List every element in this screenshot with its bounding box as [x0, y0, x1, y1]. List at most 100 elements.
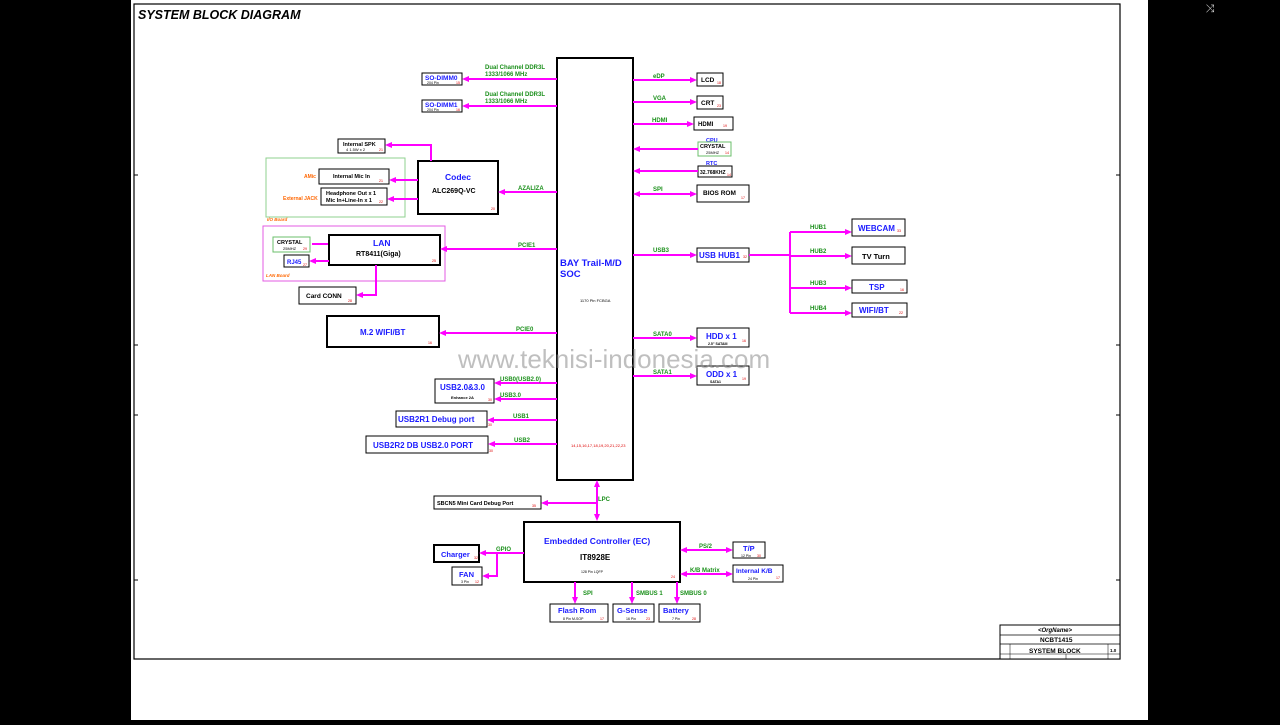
- so-dimm0-sub: 204 Pin: [427, 81, 439, 85]
- tp-sub: 12 Pin: [741, 554, 751, 558]
- spi-bios-arrow-l: [633, 191, 640, 197]
- smbus1-arrow: [629, 597, 635, 604]
- soc-name: BAY Trail-M/D: [560, 258, 622, 269]
- vga-arrow: [690, 99, 697, 105]
- lpc-label: LPC: [598, 497, 611, 503]
- hub-trunk: [749, 232, 791, 313]
- internal-spk-box: [337, 138, 386, 154]
- lan-board-outline: [262, 225, 446, 282]
- usb-debug2-page: 30: [489, 449, 493, 453]
- ddr-ch1-label: Dual Channel DDR3L: [485, 92, 545, 98]
- usb30-arrow: [494, 396, 501, 402]
- drawing-border: [133, 3, 1121, 660]
- pcie1-arrow: [440, 246, 447, 252]
- charger-page: 32: [474, 556, 478, 560]
- fan-label: FAN: [459, 570, 474, 579]
- hub3-label: HUB3: [810, 281, 827, 287]
- external-jack-label: External JACK: [283, 196, 318, 202]
- odd-box: [696, 365, 750, 386]
- diagram-title: SYSTEM BLOCK DIAGRAM: [138, 8, 301, 22]
- so-dimm1-sub: 204 Pin: [427, 108, 439, 112]
- usb1-arrow: [487, 417, 494, 423]
- title-block: [999, 624, 1121, 660]
- gpio-arrow: [479, 550, 486, 556]
- cpu-crystal-page: 14: [725, 151, 729, 155]
- usb23-label: USB2.0&3.0: [440, 383, 485, 392]
- sata1-arrow: [690, 373, 697, 379]
- smbus0-arrow: [674, 597, 680, 604]
- wifi-bt-box: [851, 302, 908, 318]
- hdd-sub: 2.5" SATAIII: [708, 342, 727, 346]
- battery-box: [658, 603, 701, 623]
- spi-bios-arrow-r: [690, 191, 697, 197]
- sata1-label: SATA1: [653, 370, 672, 376]
- rtc-freq: 32.768KHZ: [700, 170, 726, 176]
- hdmi-page: 19: [723, 124, 727, 128]
- internal-kb-label: Internal K/B: [736, 568, 773, 575]
- hdmi-label: HDMI: [698, 122, 714, 128]
- odd-page: 19: [742, 377, 746, 381]
- tv-turn-box: [851, 246, 906, 265]
- ec-page: 24: [671, 575, 675, 579]
- io-board-outline: [265, 157, 406, 218]
- hub4-label: HUB4: [810, 306, 827, 312]
- headphone-arrow: [387, 196, 394, 202]
- webcam-label: WEBCAM: [858, 224, 895, 233]
- internal-kb-sub: 24 Pin: [748, 577, 758, 581]
- fan-line: [487, 553, 498, 577]
- pcie0-arrow: [439, 330, 446, 336]
- odd-sub: SATA1: [710, 380, 721, 384]
- lan-part: RT8411(Giga): [356, 251, 401, 258]
- ec-label: Embedded Controller (EC): [544, 536, 650, 546]
- usb2-label: USB2: [514, 438, 531, 444]
- g-sense-box: [612, 603, 655, 623]
- lan-box: [328, 234, 441, 266]
- mic-arrow: [389, 177, 396, 183]
- close-icon[interactable]: ⤨: [1205, 2, 1215, 15]
- lan-board-label: LAN Board: [266, 273, 290, 278]
- edp-label: eDP: [653, 74, 665, 80]
- tp-page: 30: [757, 554, 761, 558]
- ec-spi-label: SPI: [583, 591, 593, 597]
- azalia-label: AZALIZA: [518, 186, 544, 192]
- internal-kb-page: 17: [776, 576, 780, 580]
- lan-crystal-page: 29: [303, 247, 307, 251]
- internal-mic-label: Internal Mic In: [333, 174, 371, 180]
- rtc-label: RTC: [706, 161, 717, 167]
- cpu-label: CPU: [706, 138, 718, 144]
- hdd-page: 16: [742, 339, 746, 343]
- crt-page: 23: [717, 104, 721, 108]
- spk-line: [390, 144, 432, 161]
- ddr-ch1-speed: 1333/1066 MHz: [485, 99, 527, 105]
- rtc-page: 14: [727, 173, 731, 177]
- bios-rom-label: BIOS ROM: [703, 190, 736, 197]
- hub1-label: HUB1: [810, 225, 827, 231]
- cpu-crystal-freq: 25MHZ: [706, 150, 720, 155]
- odd-label: ODD x 1: [706, 370, 738, 379]
- webcam-box: [851, 218, 906, 237]
- azalia-arrow: [498, 189, 505, 195]
- border-ticks: [134, 174, 1120, 581]
- ec-part: IT8928E: [580, 553, 611, 562]
- usb-hub-label: USB HUB1: [699, 251, 740, 260]
- tsp-page: 16: [900, 288, 904, 292]
- tsp-box: [851, 279, 908, 294]
- flash-rom-label: Flash Rom: [558, 606, 597, 615]
- battery-label: Battery: [663, 606, 690, 615]
- hdmi-box: [693, 116, 734, 131]
- sbcn-arrow: [541, 500, 548, 506]
- ps2-arrow-l: [680, 547, 687, 553]
- lpc-arrow-up: [594, 480, 600, 487]
- spk-arrow: [385, 142, 392, 148]
- g-sense-label: G-Sense: [617, 606, 647, 615]
- smbus1-label: SMBUS 1: [636, 591, 663, 597]
- lan-crystal-freq: 25MHZ: [283, 246, 297, 251]
- ec-pkg: 128 Pin LQFP: [581, 570, 604, 574]
- wifi-bt-page: 22: [899, 311, 903, 315]
- codec-label: Codec: [445, 172, 471, 182]
- revision: 1.0: [1110, 648, 1117, 653]
- sata0-label: SATA0: [653, 332, 672, 338]
- internal-spk-label: Internal SPK: [343, 142, 376, 148]
